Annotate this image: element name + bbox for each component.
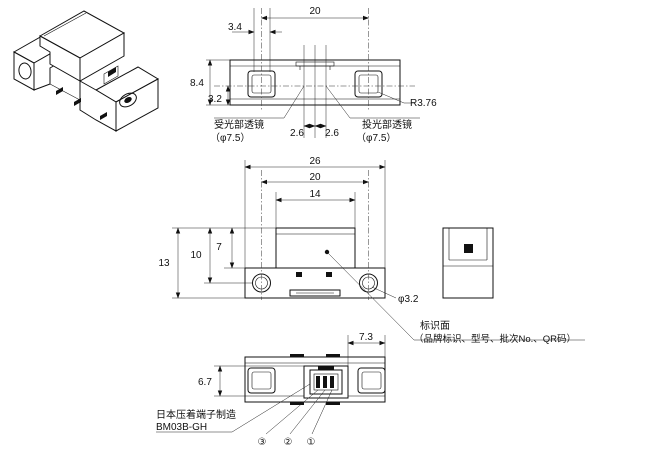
dim-height: 8.4 xyxy=(190,78,204,89)
connector-maker-label: 日本压着端子制造 xyxy=(156,408,236,421)
dim-overall-height: 13 xyxy=(158,258,170,269)
dim-cover-height: 7 xyxy=(216,242,222,253)
emitter-lens-dia: （φ7.5） xyxy=(356,132,396,144)
marking-details-label: （品牌标识、型号、批次No.、QR码） xyxy=(414,333,576,345)
pin-3-label: ③ xyxy=(258,437,267,448)
dim-connector-height: 6.7 xyxy=(198,377,212,388)
isometric-view xyxy=(12,10,160,132)
receiver-lens-dia: （φ7.5） xyxy=(210,132,250,144)
receiver-lens-label: 受光部透镜 xyxy=(214,118,264,131)
front-view xyxy=(172,160,585,341)
dim-center-offset: 3.2 xyxy=(208,94,222,105)
dim-slot-width: 3.4 xyxy=(228,22,242,33)
dim-lens-gap-left: 2.6 xyxy=(290,128,304,139)
dim-lens-gap-right: 2.6 xyxy=(325,128,339,139)
dim-radius: R3.76 xyxy=(410,98,437,109)
dim-overall-width: 26 xyxy=(309,156,321,167)
marking-face-label: 标识面 xyxy=(420,320,450,332)
dim-cover-width: 14 xyxy=(309,189,321,200)
bottom-view xyxy=(156,335,386,435)
dim-hole-dia: φ3.2 xyxy=(398,294,419,305)
emitter-lens-label: 投光部透镜 xyxy=(362,118,412,131)
dim-body-height: 10 xyxy=(190,250,202,261)
dim-connector-offset: 7.3 xyxy=(359,332,373,343)
dim-top-width: 20 xyxy=(309,6,321,17)
side-view xyxy=(442,227,494,299)
connector-model-label: BM03B-GH xyxy=(156,422,207,433)
pin-1-label: ① xyxy=(307,437,316,448)
dim-hole-pitch: 20 xyxy=(309,172,321,183)
pin-2-label: ② xyxy=(284,437,293,448)
top-view xyxy=(206,8,420,138)
